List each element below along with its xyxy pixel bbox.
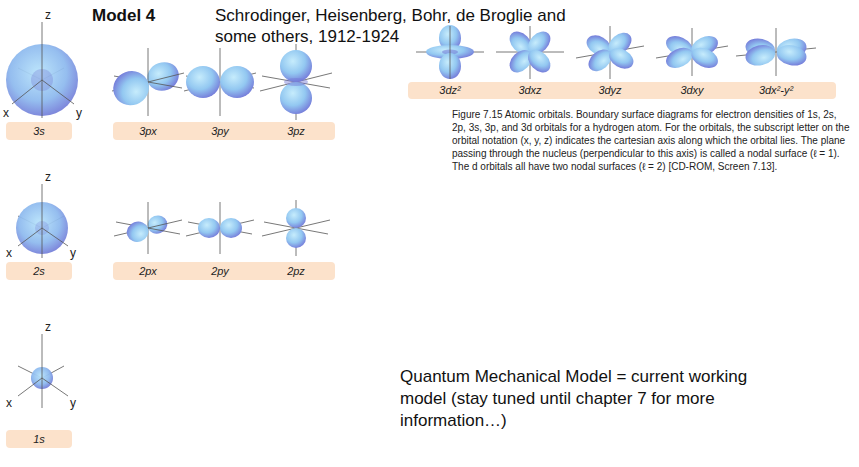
orbital-3py — [184, 48, 256, 116]
orbital-2pz — [262, 200, 330, 256]
axis-label: x — [6, 246, 12, 260]
orbital-name: 3px — [139, 125, 157, 138]
orbital-2px — [114, 202, 182, 254]
orbital-3dx2-y2 — [736, 28, 816, 76]
orbital-label-band: 1s — [6, 430, 72, 448]
axis-label: y — [70, 396, 76, 410]
orbital-name: 2px — [139, 265, 157, 278]
orbital-name: 1s — [33, 433, 45, 446]
orbital-3px — [108, 48, 184, 116]
orbital-label-band: 3s — [6, 122, 72, 140]
orbital-3pz — [260, 44, 332, 120]
axis-label: z — [45, 320, 51, 334]
orbital-name: 3pz — [287, 125, 305, 138]
model-title: Model 4 — [92, 5, 155, 26]
orbital-name: 3s — [33, 125, 45, 138]
orbital-name: 2py — [211, 265, 229, 278]
orbital-3dyz — [576, 26, 644, 79]
orbital-3s — [6, 22, 78, 118]
figure-caption: Figure 7.15 Atomic orbitals. Boundary su… — [452, 108, 852, 173]
orbital-name: 3dxy — [680, 84, 703, 97]
orbital-3dxz — [496, 26, 564, 79]
axis-label: z — [45, 170, 51, 184]
axis-label: x — [3, 106, 9, 120]
orbital-name: 3dx²-y² — [759, 84, 793, 97]
orbital-name: 3dxz — [518, 84, 541, 97]
axis-label: y — [76, 106, 82, 120]
orbital-name: 3dyz — [598, 84, 621, 97]
orbital-name: 3dz² — [439, 84, 460, 97]
orbital-name: 3py — [211, 125, 229, 138]
axis-label: y — [70, 246, 76, 260]
orbital-name: 2s — [33, 265, 45, 278]
model-authors: Schrodinger, Heisenberg, Bohr, de Brogli… — [215, 5, 607, 47]
orbital-2s — [16, 184, 68, 258]
orbital-name: 2pz — [287, 265, 305, 278]
orbital-label-band: 2s — [6, 262, 72, 280]
orbital-label-band: 2px 2py 2pz — [113, 262, 335, 280]
orbital-3dz2 — [416, 25, 484, 79]
axis-label: z — [45, 8, 51, 22]
orbital-2py — [186, 202, 254, 254]
axis-label: x — [6, 396, 12, 410]
orbital-label-band: 3dz² 3dxz 3dyz 3dxy 3dx²-y² — [408, 82, 836, 99]
model-note: Quantum Mechanical Model = current worki… — [400, 366, 780, 432]
orbital-label-band: 3px 3py 3pz — [113, 122, 335, 140]
orbital-3dxy — [656, 28, 728, 76]
orbital-1s — [18, 334, 68, 408]
